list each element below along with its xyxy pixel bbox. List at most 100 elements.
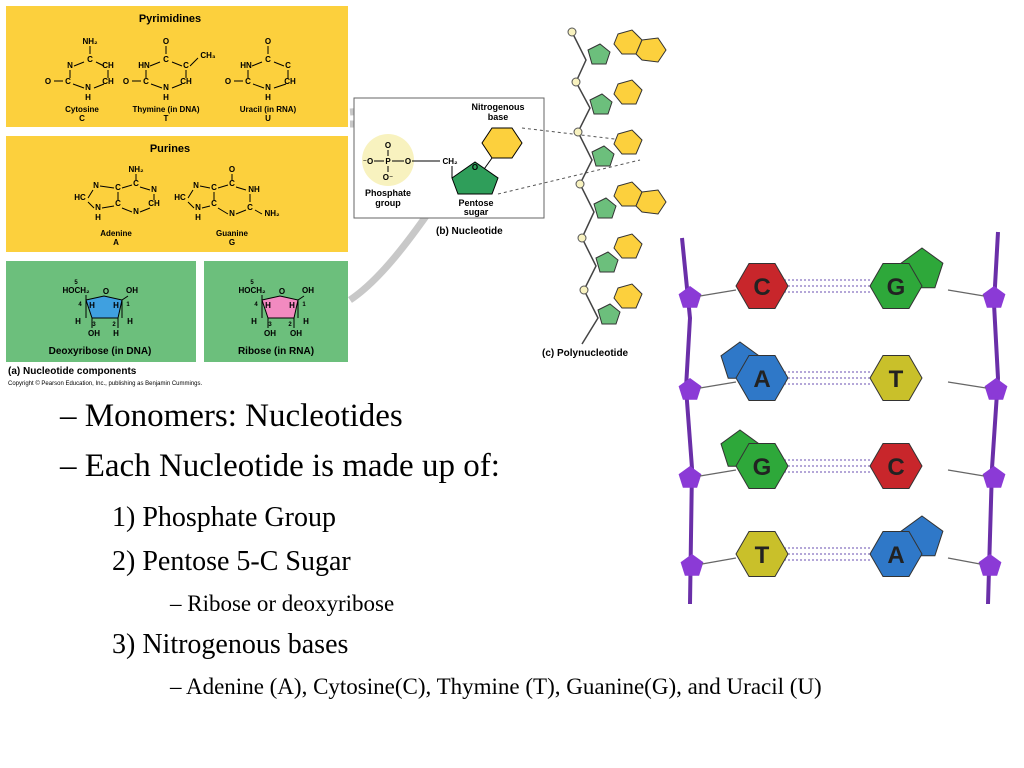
uracil-c5: C: [285, 61, 291, 70]
right-base-letter: T: [889, 366, 904, 393]
deoxy-c5-num: 5: [74, 280, 78, 286]
deoxy-oh1: OH: [126, 286, 138, 295]
ribose-h1b: H: [303, 317, 309, 326]
pyrimidines-panel: [6, 6, 348, 127]
left-base-G: [735, 443, 789, 489]
uracil-c2: C: [245, 77, 251, 86]
left-base-letter: C: [753, 274, 770, 301]
left-sugar-link: [699, 289, 737, 297]
nucleotide-sugar-pentagon: [451, 161, 499, 195]
adenine-c2: CH: [148, 199, 160, 208]
cytosine-n1: N: [85, 83, 91, 92]
adenine-c4: C: [115, 199, 121, 208]
ribose-c3-num: 3: [268, 322, 272, 328]
left-base-letter: A: [753, 366, 770, 393]
deoxy-c3-num: 3: [92, 322, 96, 328]
left-backbone-node: [678, 286, 702, 308]
nucleotide-ring-o: O: [472, 163, 478, 172]
chain-sugar-3: [591, 145, 615, 167]
ribose-o: O: [279, 287, 285, 296]
bullet-ribose: – Ribose or deoxyribose: [170, 591, 395, 616]
phosphate-label-1: Phosphate: [365, 188, 411, 198]
adenine-structure: NH₂ N C C N HC C CH N N H: [74, 165, 160, 222]
thymine-c5: C: [183, 61, 189, 70]
adenine-c8: HC: [74, 193, 86, 202]
cytosine-c6: CH: [102, 77, 114, 86]
uracil-name: Uracil (in RNA): [240, 105, 297, 114]
polynucleotide-caption: (c) Polynucleotide: [542, 348, 629, 359]
nitrogenous-base-label-2: base: [488, 112, 509, 122]
deoxy-h4: H: [89, 301, 95, 310]
bullet-nucleotide-parts: – Each Nucleotide is made up of:: [60, 448, 500, 484]
deoxy-h4b: H: [75, 317, 81, 326]
cytosine-name: Cytosine: [65, 105, 99, 114]
nucleotide-ch2: CH₂: [442, 157, 458, 166]
right-backbone-node: [978, 554, 1002, 576]
left-base-letter: G: [753, 454, 772, 481]
left-base-C: [735, 263, 789, 309]
left-sugar-link: [699, 469, 737, 477]
guanine-structure: O N C C NH HC C C NH₂ N N H: [174, 165, 280, 222]
components-caption: (a) Nucleotide components: [8, 366, 137, 377]
bullet-bases-list: – Adenine (A), Cytosine(C), Thymine (T),…: [170, 674, 822, 699]
deoxy-c1-num: 1: [126, 302, 130, 308]
ribose-c5-num: 5: [250, 280, 254, 286]
adenine-c6: C: [133, 179, 139, 188]
left-backbone-node: [678, 466, 702, 488]
pyrimidines-title: Pyrimidines: [139, 13, 201, 25]
thymine-name: Thymine (in DNA): [132, 105, 199, 114]
guanine-n1: NH: [248, 185, 260, 194]
guanine-c6: C: [229, 179, 235, 188]
adenine-nh2: NH₂: [128, 165, 144, 174]
chain-base-1b: [635, 37, 667, 63]
bullet-monomers: – Monomers: Nucleotides: [60, 398, 403, 434]
guanine-c5: C: [211, 183, 217, 192]
phosphate-p: P: [385, 157, 391, 166]
phosphate-o-left: ⁻O: [363, 157, 373, 166]
ribose-hoch2: HOCH₂: [238, 286, 266, 295]
chain-phosphate-5: [577, 233, 587, 243]
left-sugar-link: [699, 381, 737, 389]
uracil-c6: CH: [284, 77, 296, 86]
chain-phosphate-3: [573, 127, 583, 137]
deoxyribose-label: Deoxyribose (in DNA): [49, 346, 152, 357]
nitrogenous-base-label-1: Nitrogenous: [472, 102, 525, 112]
thymine-o4: O: [163, 37, 169, 46]
guanine-n7: N: [193, 181, 199, 190]
right-base-C: [869, 443, 923, 489]
uracil-letter: U: [265, 114, 271, 123]
guanine-n3: N: [229, 209, 235, 218]
phosphate-o-top: O: [385, 141, 391, 150]
right-base-letter: A: [887, 542, 904, 569]
guanine-c4: C: [211, 199, 217, 208]
right-backbone-node: [982, 286, 1006, 308]
deoxy-h1: H: [113, 301, 119, 310]
ribose-h4: H: [265, 301, 271, 310]
adenine-name: Adenine: [100, 229, 132, 238]
uracil-n1: N: [265, 83, 271, 92]
uracil-structure: O C HN C C CH O N H: [225, 37, 296, 102]
left-sugar-link: [701, 557, 737, 565]
chain-base-6: [613, 283, 643, 309]
cytosine-h: H: [85, 93, 91, 102]
nucleotide-components-figure: Pyrimidines NH₂ C N CH C CH O N H Cytosi…: [6, 6, 667, 387]
thymine-letter: T: [164, 114, 169, 123]
guanine-c2: C: [247, 203, 253, 212]
right-sugar-link: [947, 381, 987, 389]
bullet-phosphate-group: 1) Phosphate Group: [112, 502, 336, 533]
deoxy-o: O: [103, 287, 109, 296]
pentose-label-1: Pentose: [458, 198, 493, 208]
thymine-structure: O C CH₃ HN C C CH O N H: [123, 37, 216, 102]
cytosine-c5: CH: [102, 61, 114, 70]
chain-base-5: [613, 233, 643, 259]
phosphate-label-2: group: [375, 198, 401, 208]
phosphate-structure: O ⁻O P O O⁻: [363, 141, 440, 182]
right-sugar-link: [947, 557, 981, 565]
thymine-n3: HN: [138, 61, 150, 70]
ribose-label: Ribose (in RNA): [238, 346, 314, 357]
thymine-c4: C: [163, 55, 169, 64]
phosphate-o-right: O: [405, 157, 411, 166]
right-base-A: [869, 531, 923, 577]
thymine-c2: C: [143, 77, 149, 86]
